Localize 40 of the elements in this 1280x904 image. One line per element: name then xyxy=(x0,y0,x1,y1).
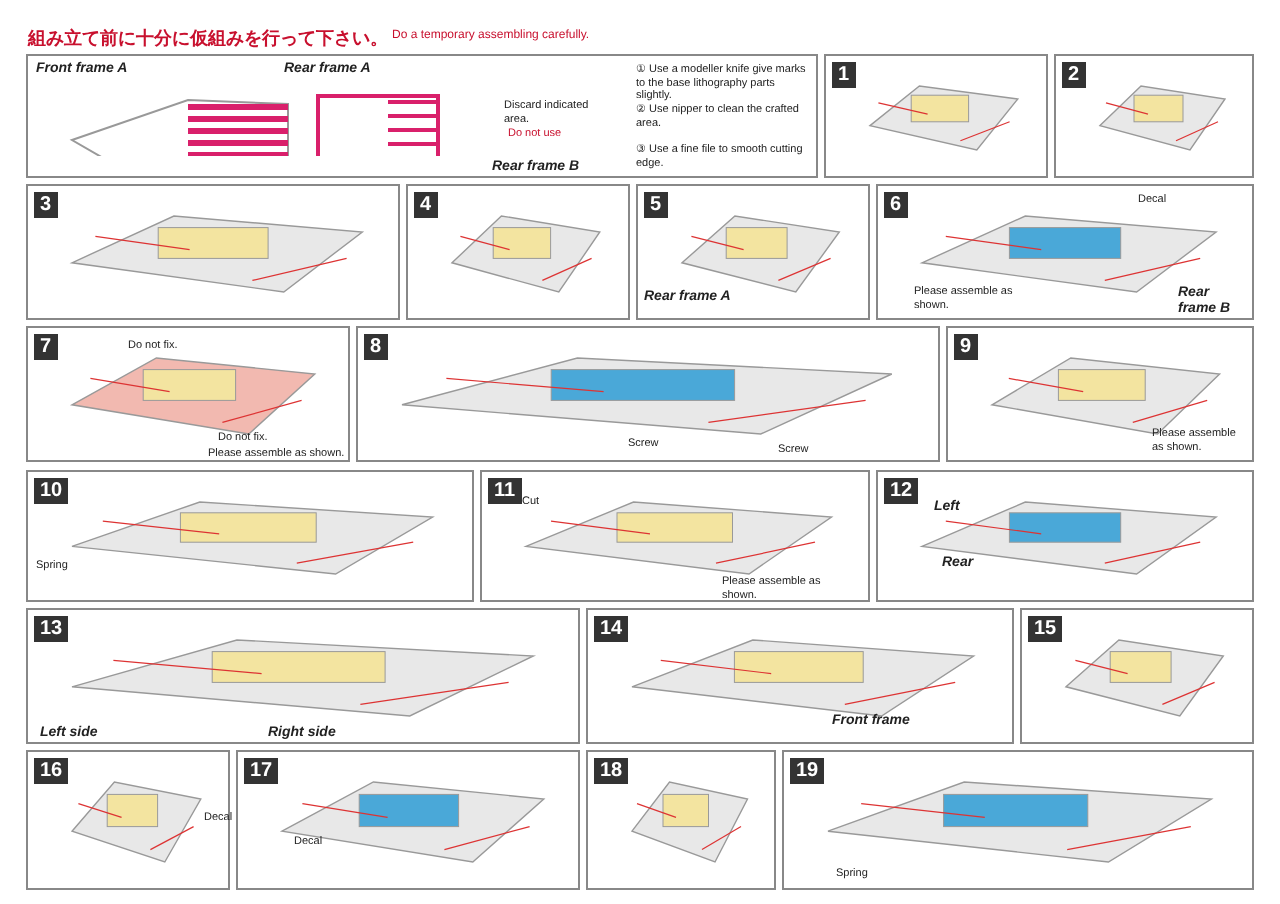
step-panel xyxy=(236,750,580,890)
step-number: 17 xyxy=(244,758,279,784)
step-panel xyxy=(824,54,1048,178)
step-panel xyxy=(26,750,230,890)
step-panel xyxy=(356,326,940,462)
step-number: 12 xyxy=(884,478,919,504)
step-panel xyxy=(586,750,776,890)
step-panel xyxy=(26,326,350,462)
step-panel xyxy=(782,750,1254,890)
step-number: 19 xyxy=(790,758,825,784)
step-panel xyxy=(26,184,400,320)
step-number: 10 xyxy=(34,478,69,504)
step-number: 16 xyxy=(34,758,69,784)
heading: 組み立て前に十分に仮組みを行って下さい。 xyxy=(28,26,388,52)
step-number: 4 xyxy=(414,192,438,218)
step-number: 6 xyxy=(884,192,908,218)
step-panel xyxy=(586,608,1014,744)
step-panel xyxy=(26,608,580,744)
step-number: 1 xyxy=(832,62,856,88)
step-number: 13 xyxy=(34,616,69,642)
step-panel xyxy=(876,470,1254,602)
step-panel xyxy=(1054,54,1254,178)
step-panel xyxy=(406,184,630,320)
step-number: 14 xyxy=(594,616,629,642)
step-number: 5 xyxy=(644,192,668,218)
step-number: 15 xyxy=(1028,616,1063,642)
step-panel xyxy=(636,184,870,320)
step-panel xyxy=(26,470,474,602)
step-number: 11 xyxy=(488,478,522,504)
step-panel xyxy=(946,326,1254,462)
step-number: 18 xyxy=(594,758,629,784)
step-panel xyxy=(876,184,1254,320)
step-number: 8 xyxy=(364,334,388,360)
step-number: 2 xyxy=(1062,62,1086,88)
step-panel xyxy=(480,470,870,602)
step-panel xyxy=(26,54,818,178)
step-number: 3 xyxy=(34,192,58,218)
step-number: 7 xyxy=(34,334,58,360)
step-panel xyxy=(1020,608,1254,744)
step-number: 9 xyxy=(954,334,978,360)
